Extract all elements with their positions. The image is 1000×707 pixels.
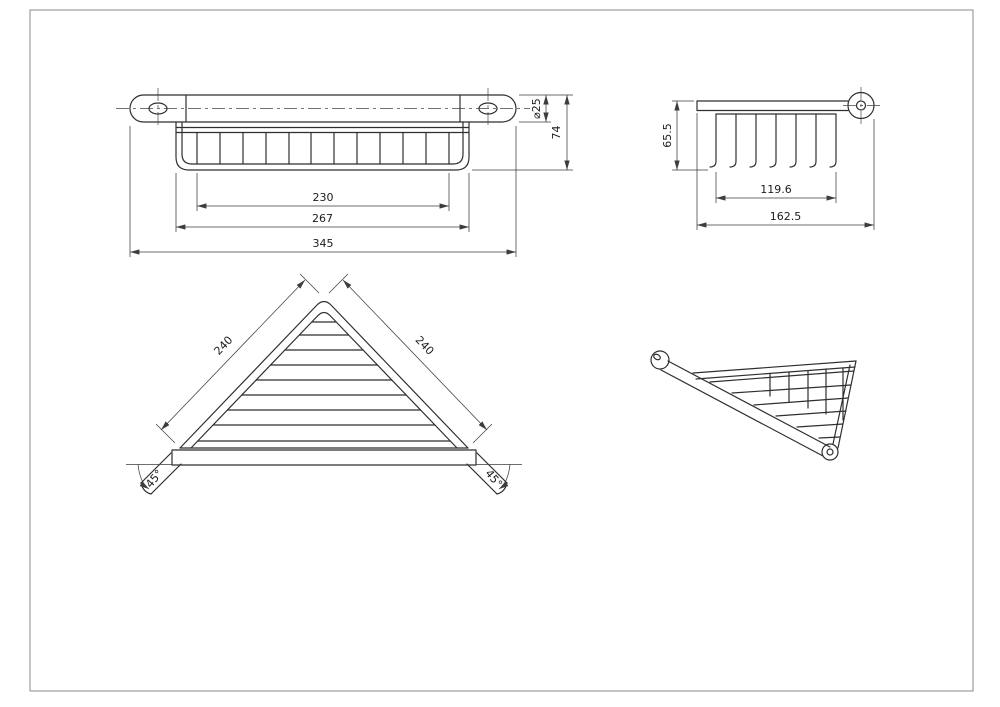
drawing-frame xyxy=(29,9,974,692)
iso-rail-end-cap xyxy=(821,443,839,461)
front-dimensions: 230 267 345 ⌀25 74 xyxy=(129,94,573,257)
top-rail-bar xyxy=(140,449,508,495)
top-dimensions: 240 240 45° 45° xyxy=(126,273,522,490)
dim-front-overall-width: 345 xyxy=(313,237,334,250)
side-basket-wires xyxy=(709,113,837,168)
side-view: 65.5 119.6 162.5 xyxy=(661,87,881,230)
dim-side-wire-span: 119.6 xyxy=(760,183,792,196)
dim-side-overall-depth: 162.5 xyxy=(770,210,802,223)
front-basket-wires xyxy=(196,131,450,165)
dim-front-inner-width: 230 xyxy=(313,191,334,204)
top-view: 240 240 45° 45° xyxy=(126,273,522,495)
iso-mount-hole xyxy=(653,353,661,361)
top-triangle-frame xyxy=(179,300,469,449)
front-centerlines xyxy=(116,88,530,129)
front-view: 230 267 345 ⌀25 74 xyxy=(116,88,573,257)
dim-front-basket-width: 267 xyxy=(312,212,333,225)
isometric-view xyxy=(650,350,857,461)
iso-mount-tab xyxy=(650,350,670,370)
iso-rail-end-hole xyxy=(826,448,834,456)
side-dimensions: 65.5 119.6 162.5 xyxy=(661,100,875,230)
dim-top-edge-right: 240 xyxy=(413,334,437,358)
dim-front-height: 74 xyxy=(550,126,563,140)
rail-end-hole xyxy=(855,100,867,111)
dim-rail-diameter: ⌀25 xyxy=(530,98,543,119)
front-basket xyxy=(175,121,470,171)
dim-side-height: 65.5 xyxy=(661,123,674,148)
side-rail xyxy=(696,87,881,124)
iso-basket xyxy=(692,360,857,449)
dim-top-edge-left: 240 xyxy=(212,334,236,358)
top-basket-wires xyxy=(212,321,436,426)
iso-rail xyxy=(650,350,839,461)
